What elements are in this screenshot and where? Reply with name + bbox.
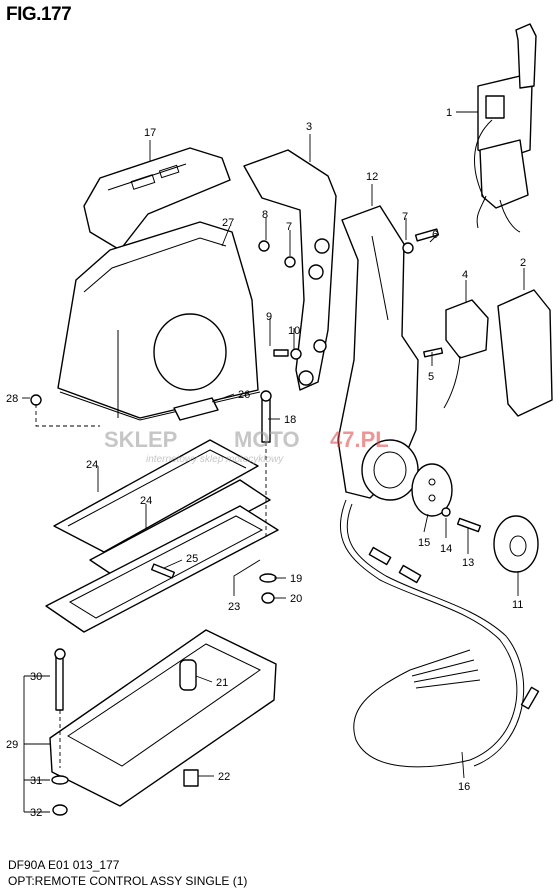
remote-control-assy-drawing (474, 23, 537, 233)
callout-3: 3 (306, 121, 312, 133)
knob-drawing (493, 515, 539, 573)
caption-model-code: DF90A E01 013_177 (8, 858, 120, 872)
plate-drawing (173, 397, 219, 421)
callout-26: 26 (238, 389, 250, 401)
part-callouts: 1 2 3 4 5 6 7 7 8 9 10 11 12 13 14 15 16… (6, 107, 526, 819)
callout-11: 11 (512, 599, 523, 611)
callout-15: 15 (418, 537, 430, 549)
callout-31: 31 (30, 775, 42, 787)
disc-drawing (411, 463, 453, 517)
callout-21: 21 (216, 677, 228, 689)
callout-4: 4 (462, 269, 468, 281)
watermark: SKLEP MOTO 47.PL internetowy sklep motoc… (104, 427, 389, 465)
callout-30: 30 (30, 671, 42, 683)
watermark-tagline: internetowy sklep motocyklowy (146, 454, 284, 465)
callout-1: 1 (446, 107, 452, 119)
grip-cover-drawing (497, 289, 553, 417)
callout-9: 9 (266, 311, 272, 323)
callout-8: 8 (262, 209, 268, 221)
main-arm-drawing (337, 205, 419, 501)
callout-28: 28 (6, 393, 18, 405)
callout-32: 32 (30, 807, 42, 819)
figure-title: FIG.177 (6, 4, 72, 25)
callout-19: 19 (290, 573, 302, 585)
base-plate-drawing (49, 629, 277, 807)
callout-5: 5 (428, 371, 434, 383)
callout-22: 22 (218, 771, 230, 783)
wiring-harness-drawing (339, 499, 540, 768)
callout-29: 29 (6, 739, 18, 751)
watermark-brand-mid: MOTO (234, 427, 300, 452)
alignment-line (35, 404, 100, 427)
cover-cap-drawing (83, 147, 231, 251)
callout-6: 6 (432, 229, 438, 241)
housing-drawing (57, 221, 261, 421)
callout-13: 13 (462, 557, 474, 569)
leader-lines (22, 111, 525, 813)
callout-20: 20 (290, 593, 302, 605)
callout-12: 12 (366, 171, 378, 183)
bracket-drawing (53, 439, 271, 581)
callout-25: 25 (186, 553, 198, 565)
watermark-brand-right: 47.PL (330, 427, 389, 452)
switch-drawing (443, 299, 489, 409)
caption-assembly-name: OPT:REMOTE CONTROL ASSY SINGLE (1) (8, 874, 248, 888)
callout-10: 10 (288, 325, 300, 337)
callout-23: 23 (228, 601, 240, 613)
callout-14: 14 (440, 543, 452, 555)
callout-2: 2 (520, 257, 526, 269)
watermark-brand-left: SKLEP (104, 427, 177, 452)
callout-16: 16 (458, 781, 470, 793)
callout-24b: 24 (140, 495, 152, 507)
callout-18: 18 (284, 414, 296, 426)
callout-7b: 7 (286, 221, 292, 233)
control-lever-drawing (243, 149, 337, 391)
callout-7a: 7 (402, 211, 408, 223)
callout-27: 27 (222, 217, 234, 229)
callout-17: 17 (144, 127, 156, 139)
callout-24a: 24 (86, 459, 98, 471)
